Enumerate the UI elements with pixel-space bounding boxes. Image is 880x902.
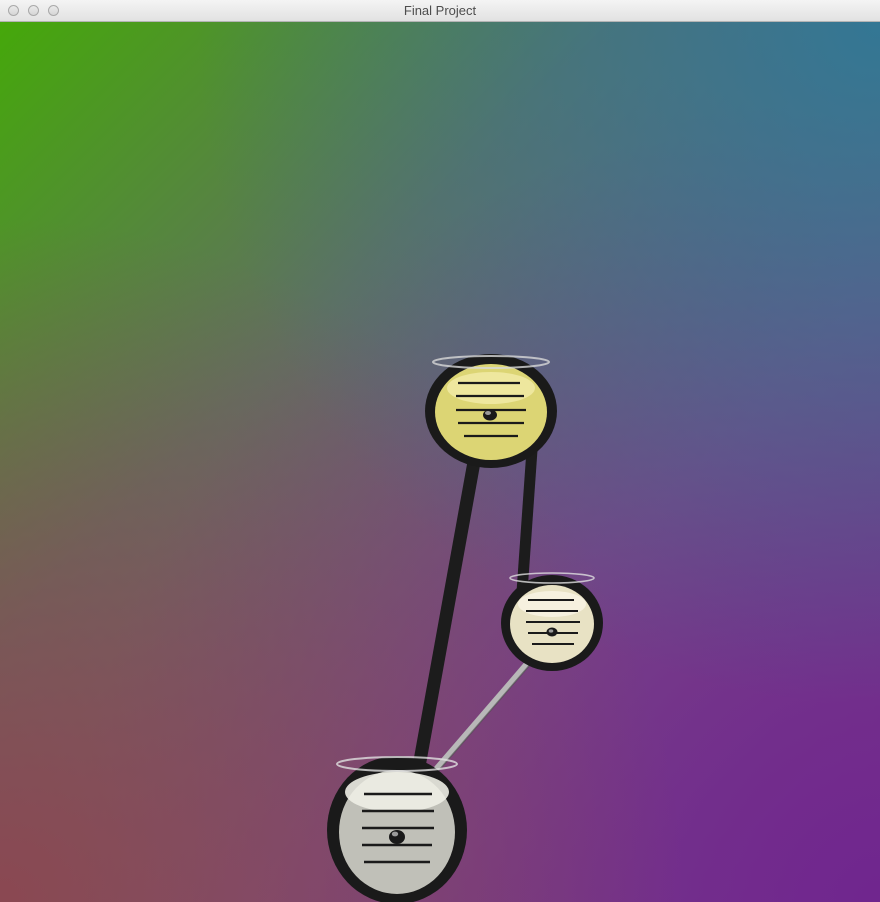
scene-svg: [327, 354, 603, 902]
edge-top-middle: [516, 449, 538, 593]
minimize-button[interactable]: [28, 5, 39, 16]
close-button[interactable]: [8, 5, 19, 16]
node-middle[interactable]: [501, 572, 603, 671]
edge-middle-bottom: [429, 656, 535, 776]
title-bar[interactable]: Final Project: [0, 0, 880, 22]
node-top[interactable]: [425, 354, 557, 468]
edge-top-bottom: [411, 460, 481, 774]
window-title: Final Project: [403, 3, 477, 18]
render-canvas[interactable]: [0, 22, 880, 902]
zoom-button[interactable]: [48, 5, 59, 16]
edge-middle-bottom-shadow: [433, 659, 535, 777]
node-bottom[interactable]: [327, 756, 467, 902]
